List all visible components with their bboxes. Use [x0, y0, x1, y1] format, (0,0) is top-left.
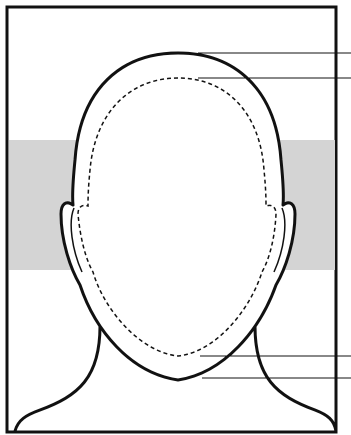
passport-photo-diagram	[0, 0, 351, 435]
head-position-svg	[0, 0, 351, 435]
